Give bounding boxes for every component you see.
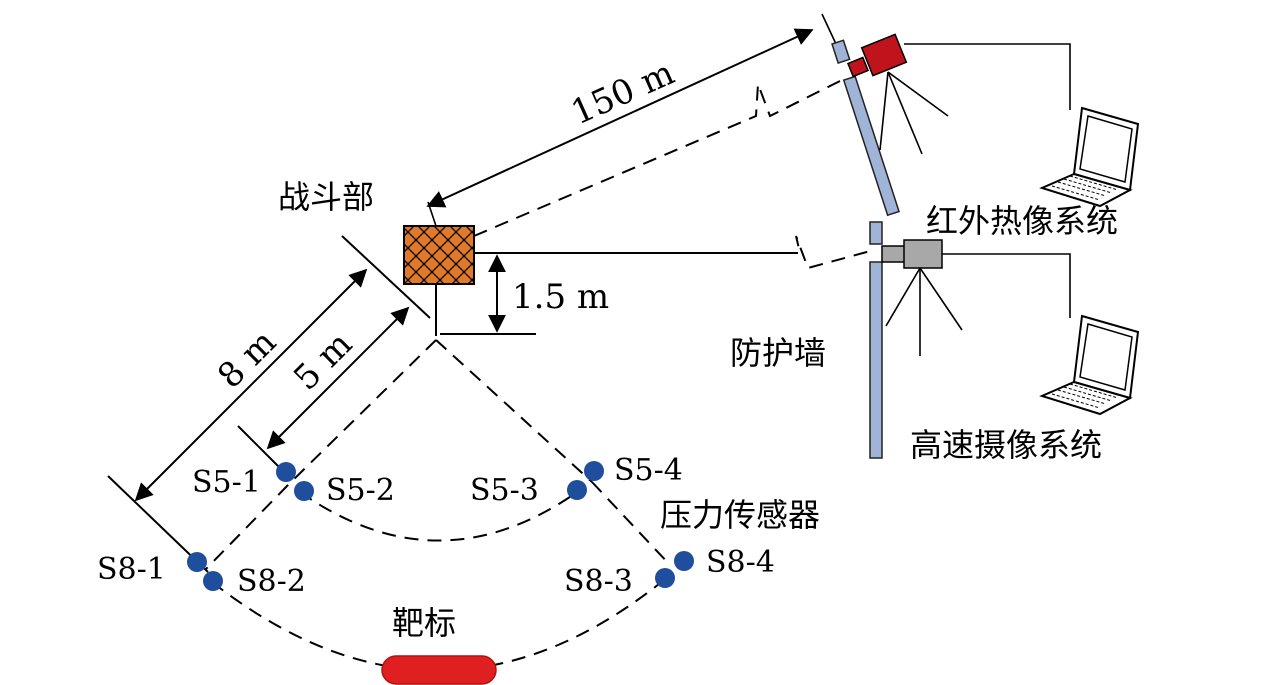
infrared-tripod-leg-2 — [887, 71, 923, 155]
radius-5-label: 5 m — [286, 324, 360, 398]
height-1-5-dimension: 1.5 m — [440, 252, 609, 335]
distance-150-arrow — [426, 28, 814, 208]
protective-wall-top — [869, 221, 883, 245]
target-label: 靶标 — [392, 604, 456, 642]
sensor-label-s5-1: S5-1 — [192, 465, 261, 500]
radius-5-arrow — [266, 306, 410, 450]
target: 靶标 — [381, 604, 497, 685]
highspeed-system: 防护墙 高速摄像系统 — [730, 221, 1102, 464]
highspeed-camera-body — [903, 239, 943, 269]
sensor-label-s5-3: S5-3 — [470, 473, 539, 508]
protective-wall-body — [869, 261, 883, 459]
sensor-label-s5-2: S5-2 — [326, 473, 395, 508]
radius-8-label: 8 m — [210, 322, 284, 396]
infrared-cable — [904, 43, 1071, 110]
highspeed-tripod-leg-1 — [885, 267, 921, 327]
warhead: 战斗部 — [278, 178, 475, 336]
highspeed-sightline-dash — [784, 235, 875, 270]
highspeed-system-label: 高速摄像系统 — [910, 426, 1102, 464]
sensor-s5-2 — [294, 481, 314, 501]
pressure-sensor-label: 压力传感器 — [660, 496, 820, 534]
infrared-tripod-leg-3 — [887, 71, 949, 117]
sensor-s5-1 — [276, 462, 296, 482]
sensor-s8-1 — [187, 552, 207, 572]
target-bar — [381, 655, 497, 685]
protective-wall-label: 防护墙 — [730, 334, 826, 372]
infrared-tripod-leg-1 — [879, 71, 889, 151]
laptop-icon — [1039, 106, 1140, 208]
sensor-s8-2 — [203, 571, 223, 591]
sensor-s8-4 — [674, 551, 694, 571]
sensor-label-s8-4: S8-4 — [706, 545, 775, 580]
height-label: 1.5 m — [512, 277, 609, 317]
sensor-s5-3 — [567, 480, 587, 500]
distance-150-extension — [821, 13, 837, 45]
infrared-camera-body — [860, 33, 908, 77]
sensor-s8-3 — [655, 568, 675, 588]
arc-8m — [211, 579, 665, 672]
infrared-wall — [831, 39, 900, 217]
sensor-label-s8-3: S8-3 — [564, 564, 633, 599]
radius-5-right-ray — [435, 339, 593, 483]
laptop-icon — [1039, 314, 1140, 416]
arc-5m — [299, 489, 581, 542]
highspeed-cable — [942, 253, 1071, 318]
radius-dimensions: 8 m 5 m — [107, 235, 431, 573]
sensor-label-s5-4: S5-4 — [614, 453, 683, 488]
sensor-s5-4 — [584, 461, 604, 481]
infrared-system: 红外热像系统 — [831, 33, 1118, 240]
warhead-box — [403, 225, 475, 285]
sensor-label-s8-2: S8-2 — [237, 564, 306, 599]
radius-5-bottom-extension — [237, 425, 285, 473]
warhead-label: 战斗部 — [278, 178, 374, 216]
distance-150-dimension: 150 m — [426, 13, 847, 237]
radius-8-left-ray — [204, 484, 289, 571]
radius-8-right-ray — [591, 481, 671, 566]
infrared-sightline — [473, 77, 847, 237]
distance-150-label: 150 m — [565, 53, 680, 133]
sensor-label-s8-1: S8-1 — [97, 552, 166, 587]
highspeed-tripod-leg-3 — [919, 267, 963, 331]
infrared-camera-lens — [846, 56, 870, 78]
infrared-system-label: 红外热像系统 — [926, 202, 1118, 240]
pressure-sensors: S5-1 S5-2 S5-3 S5-4 S8-1 S8-2 S8-3 S8-4 … — [97, 453, 820, 599]
radius-8-top-extension — [341, 235, 431, 319]
